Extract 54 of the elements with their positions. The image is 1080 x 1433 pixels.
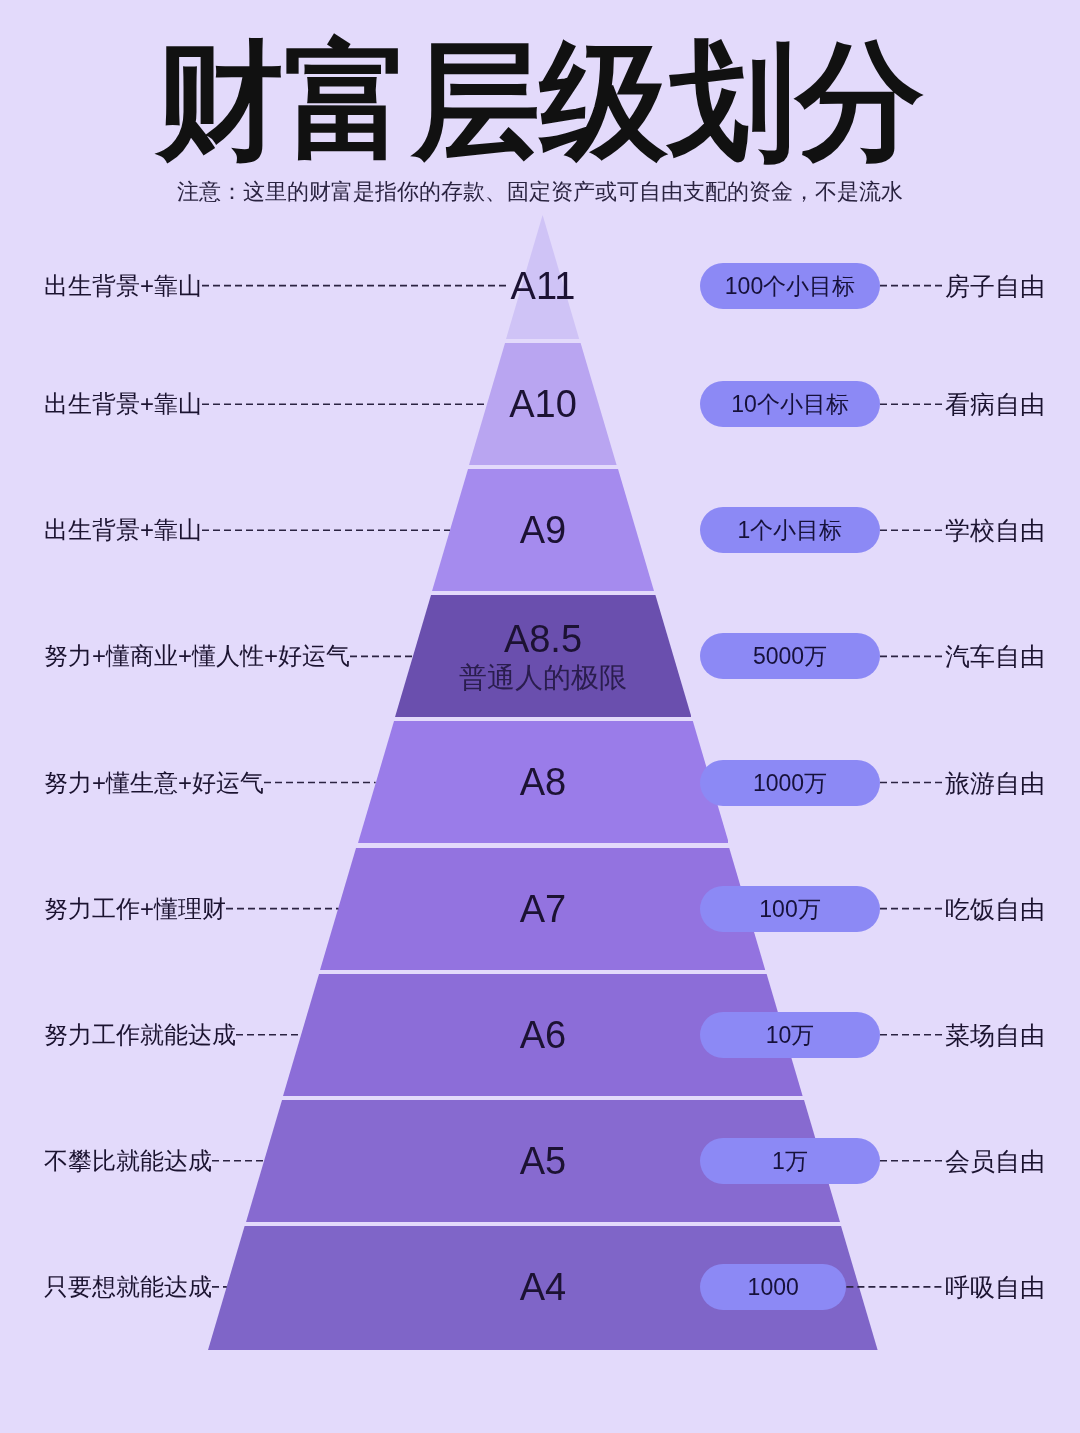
- amount-label: 100万: [759, 894, 821, 924]
- tier-label: A11: [510, 263, 576, 308]
- amount-label: 1万: [772, 1146, 808, 1176]
- leader-line: [211, 1286, 228, 1288]
- amount-label: 100个小目标: [724, 271, 856, 301]
- amount-pill: [700, 262, 880, 309]
- leader-line: [225, 907, 340, 910]
- requirement-text: 努力+懂商业+懂人性+好运气: [44, 639, 351, 674]
- freedom-label: 看病自由: [945, 387, 1045, 422]
- tier-label: A5: [519, 1138, 567, 1183]
- amount-label: 10个小目标: [731, 390, 849, 420]
- requirement-text: 出生背景+靠山: [44, 387, 202, 422]
- amount-label: 10万: [765, 1020, 815, 1050]
- tier-label: A8: [519, 760, 567, 805]
- freedom-label: 会员自由: [945, 1143, 1045, 1178]
- note-text: 注意：这里的财富是指你的存款、固定资产或可自由支配的资金，不是流水: [177, 178, 903, 206]
- leader-line: [201, 529, 451, 532]
- amount-pill: [700, 1011, 880, 1058]
- freedom-label: 房子自由: [945, 268, 1045, 303]
- amount-pill: [700, 381, 880, 428]
- leader-line: [349, 655, 414, 658]
- amount-pill: [700, 507, 880, 554]
- title-heading: 财富层级划分: [156, 28, 924, 174]
- tier-label: A10: [509, 382, 577, 427]
- tier-label: A8.5: [503, 617, 583, 662]
- freedom-label: 旅游自由: [945, 765, 1045, 800]
- freedom-label: 学校自由: [945, 513, 1045, 548]
- requirement-text: 出生背景+靠山: [44, 268, 202, 303]
- tier-caption: 普通人的极限: [459, 661, 627, 696]
- leader-line: [263, 781, 377, 784]
- amount-label: 1000万: [752, 768, 828, 798]
- requirement-text: 努力工作+懂理财: [44, 891, 226, 926]
- freedom-label: 吃饭自由: [945, 891, 1045, 926]
- amount-label: 1000: [747, 1272, 799, 1302]
- tier-label: A6: [519, 1012, 567, 1057]
- tier-label: A7: [519, 886, 567, 931]
- tier-label: A9: [519, 508, 567, 553]
- amount-pill: [700, 1137, 880, 1184]
- tier-label: A4: [519, 1264, 567, 1309]
- requirement-text: 努力+懂生意+好运气: [44, 765, 265, 800]
- amount-label: 1个小目标: [737, 516, 843, 546]
- requirement-text: 努力工作就能达成: [44, 1017, 236, 1052]
- amount-pill: [700, 633, 880, 680]
- freedom-label: 汽车自由: [945, 639, 1045, 674]
- freedom-label: 呼吸自由: [945, 1269, 1045, 1304]
- requirement-text: 只要想就能达成: [44, 1269, 212, 1304]
- leader-line: [201, 284, 508, 287]
- freedom-label: 菜场自由: [945, 1017, 1045, 1052]
- leader-line: [211, 1160, 265, 1162]
- amount-pill: [700, 759, 880, 806]
- requirement-text: 出生背景+靠山: [44, 513, 202, 548]
- requirement-text: 不攀比就能达成: [44, 1143, 212, 1178]
- amount-pill: [700, 885, 880, 932]
- amount-label: 5000万: [752, 642, 828, 672]
